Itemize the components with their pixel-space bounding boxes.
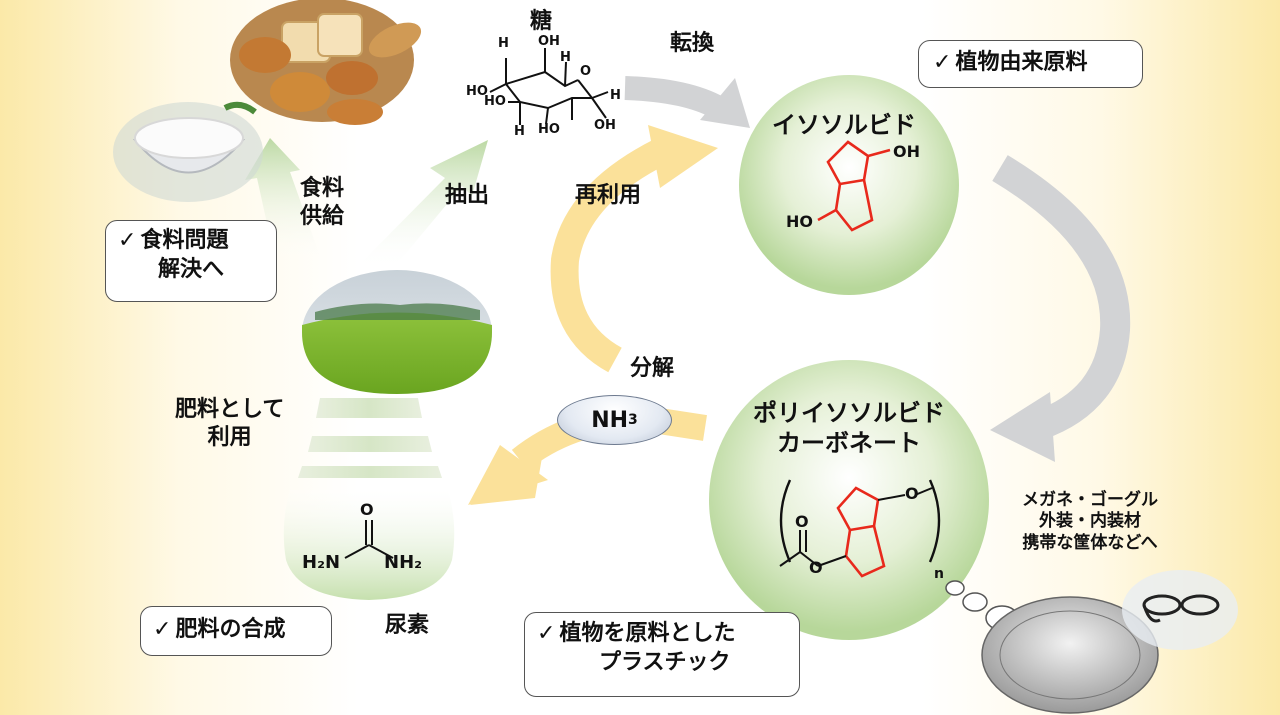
urea-o: O (360, 500, 374, 519)
fertilizer-use-label: 肥料として 利用 (175, 396, 284, 451)
glucose-h-1: H (498, 36, 509, 51)
plant-plastic-line2: プラスチック (599, 649, 731, 675)
glucose-ho-2: HO (484, 94, 506, 109)
glucose-h-2: H (560, 50, 571, 65)
reuse-label: 再利用 (575, 183, 642, 208)
food-problem-callout: ✓食料問題 解決へ (105, 220, 277, 302)
polycarbonate-label-line2: カーボネート (777, 429, 921, 457)
fertilizer-stripes (298, 398, 442, 478)
check-icon: ✓ (153, 617, 172, 642)
reuse-arrow (550, 125, 718, 373)
fertilizer-synthesis-callout: ✓肥料の合成 (140, 606, 332, 656)
bread-photo (230, 0, 422, 125)
plant-material-callout: ✓植物由来原料 (918, 40, 1143, 88)
food-supply-arrow (245, 138, 322, 262)
ammonia-subscript: 3 (628, 412, 638, 428)
glucose-ho-3: HO (538, 122, 560, 137)
polycarbonate-o-left: O (809, 558, 823, 577)
polymerization-arrow (990, 155, 1131, 462)
sugar-label: 糖 (530, 9, 553, 34)
glucose-oh-bottom: OH (594, 118, 616, 133)
isosorbide-bubble (739, 75, 959, 295)
applications-line1: メガネ・ゴーグル (1022, 490, 1158, 510)
rice-bowl-photo (113, 101, 263, 202)
check-icon: ✓ (933, 50, 952, 75)
conversion-arrow (624, 76, 750, 128)
urea-label: 尿素 (385, 613, 430, 638)
isosorbide-structure (817, 140, 891, 232)
isosorbide-oh: OH (893, 142, 920, 161)
fertilizer-use-label-line2: 利用 (207, 424, 252, 450)
glucose-h-3: H (610, 88, 621, 103)
urea-nh2: NH₂ (384, 552, 423, 573)
fertilizer-synthesis-text: 肥料の合成 (175, 617, 286, 642)
plant-plastic-callout: ✓植物を原料とした プラスチック (524, 612, 800, 697)
plant-plastic-line1: 植物を原料とした (559, 621, 736, 646)
extraction-arrow (362, 140, 488, 270)
polycarbonate-o-right: O (905, 484, 919, 503)
isosorbide-ho: HO (786, 212, 813, 231)
glucose-o-ring: O (580, 64, 592, 79)
polycarbonate-n: n (934, 566, 944, 582)
polycarbonate-o-carbonyl: O (795, 512, 809, 531)
check-icon: ✓ (118, 228, 137, 253)
extraction-label: 抽出 (445, 183, 490, 208)
food-problem-line1: 食料問題 (140, 228, 229, 253)
applications-line2: 外装・内装材 (1039, 511, 1141, 532)
rice-field-photo (302, 270, 492, 394)
food-problem-line2: 解決へ (158, 256, 225, 282)
polycarbonate-disc (981, 596, 1159, 714)
plant-material-text: 植物由来原料 (955, 50, 1088, 75)
glucose-structure (489, 48, 609, 125)
isosorbide-label: イソソルビド (772, 111, 916, 139)
fertilizer-use-label-line1: 肥料として (175, 397, 285, 422)
check-icon: ✓ (537, 621, 556, 646)
food-supply-label: 食料 供給 (300, 175, 344, 230)
polycarbonate-label: ポリイソソルビド カーボネート (738, 398, 960, 458)
applications-line3: 携帯な筐体などへ (1022, 532, 1158, 553)
glucose-oh-top: OH (538, 34, 560, 49)
polycarbonate-structure (779, 479, 941, 578)
urea-structure (344, 520, 394, 559)
conversion-label: 転換 (670, 31, 715, 56)
applications-label: メガネ・ゴーグル 外装・内装材 携帯な筐体などへ (1000, 490, 1180, 554)
glucose-h-4: H (514, 124, 525, 139)
polycarbonate-label-line1: ポリイソソルビド (753, 399, 945, 427)
food-supply-label-line2: 供給 (300, 203, 345, 229)
polycarbonate-bubble (709, 360, 989, 640)
food-supply-label-line1: 食料 (300, 176, 345, 201)
urea-h2n: H₂N (302, 552, 341, 573)
decomposition-label: 分解 (630, 356, 675, 381)
ammonia-text: NH (591, 407, 629, 433)
goggles (1122, 570, 1238, 650)
glucose-ho-1: HO (466, 84, 488, 99)
